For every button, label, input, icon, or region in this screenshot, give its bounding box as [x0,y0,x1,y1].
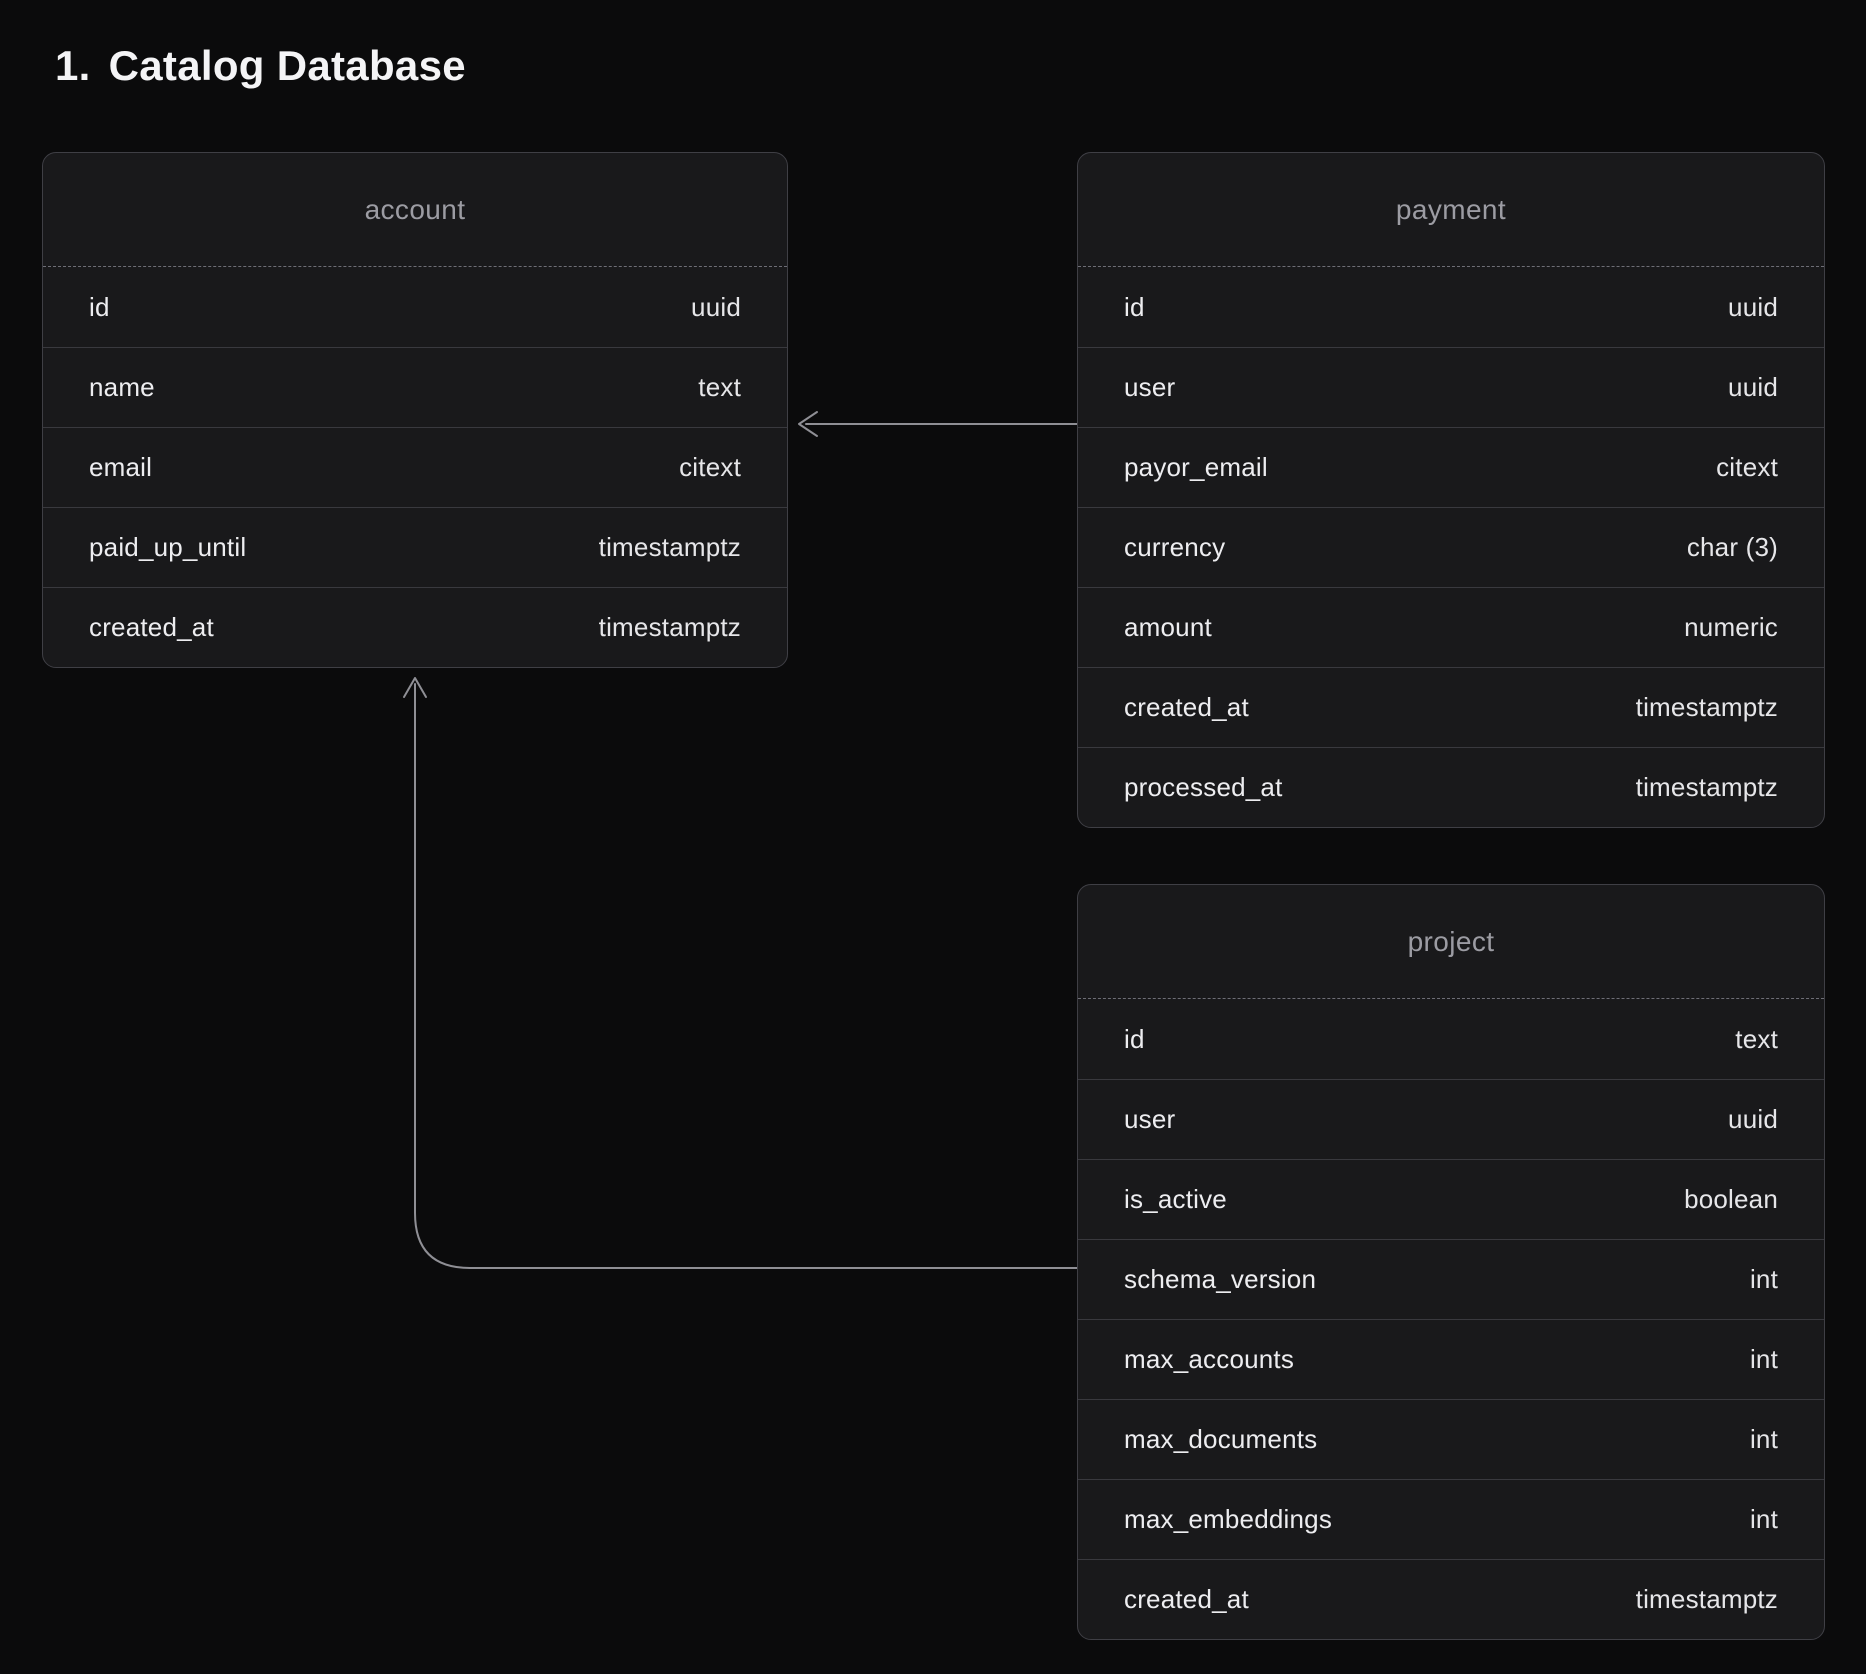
field-row-project-created_at[interactable]: created_at timestamptz [1078,1559,1824,1639]
table-node-project[interactable]: project id text user uuid is_active boolean sch… [1077,884,1825,1640]
field-row-project-max_documents[interactable]: max_documents int [1078,1399,1824,1479]
field-type: timestamptz [598,532,741,562]
table-title-account: account [364,193,466,225]
field-row-project-max_embeddings[interactable]: max_embeddings int [1078,1479,1824,1559]
field-name: created_at [89,612,214,642]
field-name: currency [1124,532,1226,562]
field-row-payment-created_at[interactable]: created_at timestamptz [1078,667,1824,747]
field-name: payor_email [1124,452,1268,482]
field-name: email [89,452,153,482]
field-name: id [1124,291,1145,322]
field-type: int [1749,1424,1778,1454]
field-type: numeric [1684,612,1778,642]
field-type: int [1749,1504,1778,1534]
field-name: name [89,372,155,402]
field-name: created_at [1124,1584,1249,1614]
field-row-project-schema_version[interactable]: schema_version int [1078,1239,1824,1319]
page-title-text: Catalog Database [108,42,466,89]
table-title-payment: payment [1395,193,1507,225]
field-name: is_active [1124,1184,1227,1214]
field-type: int [1749,1344,1778,1374]
field-type: uuid [1728,372,1778,402]
field-name: created_at [1124,692,1249,722]
field-type: uuid [1728,1104,1778,1134]
field-type: timestamptz [1635,772,1778,802]
field-row-payment-user[interactable]: user uuid [1078,347,1824,427]
field-type: uuid [1728,291,1778,322]
field-row-project-is_active[interactable]: is_active boolean [1078,1159,1824,1239]
field-type: boolean [1684,1184,1778,1214]
field-name: max_documents [1124,1424,1318,1454]
field-type: citext [679,452,741,482]
table-node-payment[interactable]: payment id uuid user uuid payor_email citext cu… [1077,152,1825,828]
field-row-payment-id[interactable]: id uuid [1078,267,1824,347]
field-type: timestamptz [1635,1584,1778,1614]
field-row-payment-currency[interactable]: currency char (3) [1078,507,1824,587]
field-type: char (3) [1686,532,1778,562]
table-header-account[interactable]: account [43,153,787,267]
table-title-project: project [1407,925,1495,957]
field-row-payment-payor_email[interactable]: payor_email citext [1078,427,1824,507]
field-type: citext [1716,452,1778,482]
field-type: text [698,372,741,402]
field-name: id [89,291,110,322]
field-name: id [1124,1023,1145,1054]
field-row-account-name[interactable]: name text [43,347,787,427]
field-row-account-id[interactable]: id uuid [43,267,787,347]
field-name: paid_up_until [89,532,247,562]
table-node-account[interactable]: account id uuid name text email citext paid_up_… [42,152,788,668]
page-title-number: 1. [55,42,91,89]
field-name: user [1124,372,1176,402]
field-row-project-max_accounts[interactable]: max_accounts int [1078,1319,1824,1399]
field-name: user [1124,1104,1176,1134]
field-row-project-id[interactable]: id text [1078,999,1824,1079]
table-header-project[interactable]: project [1078,885,1824,999]
field-row-account-paid_up_until[interactable]: paid_up_until timestamptz [43,507,787,587]
field-row-project-user[interactable]: user uuid [1078,1079,1824,1159]
field-name: processed_at [1124,772,1283,802]
page-title: 1. Catalog Database [55,42,466,90]
connector-arrowhead-payment-to-account [798,411,818,437]
connector-arrowhead-project-to-account [403,677,427,698]
field-type: timestamptz [598,612,741,642]
table-header-payment[interactable]: payment [1078,153,1824,267]
field-row-account-created_at[interactable]: created_at timestamptz [43,587,787,667]
field-row-payment-amount[interactable]: amount numeric [1078,587,1824,667]
field-row-account-email[interactable]: email citext [43,427,787,507]
field-type: int [1749,1264,1778,1294]
field-name: max_accounts [1124,1344,1295,1374]
field-name: schema_version [1124,1264,1317,1294]
field-type: timestamptz [1635,692,1778,722]
field-type: uuid [691,291,741,322]
field-row-payment-processed_at[interactable]: processed_at timestamptz [1078,747,1824,827]
field-type: text [1735,1023,1778,1054]
connector-line-project-to-account [414,683,1078,1269]
field-name: amount [1124,612,1212,642]
field-name: max_embeddings [1124,1504,1333,1534]
